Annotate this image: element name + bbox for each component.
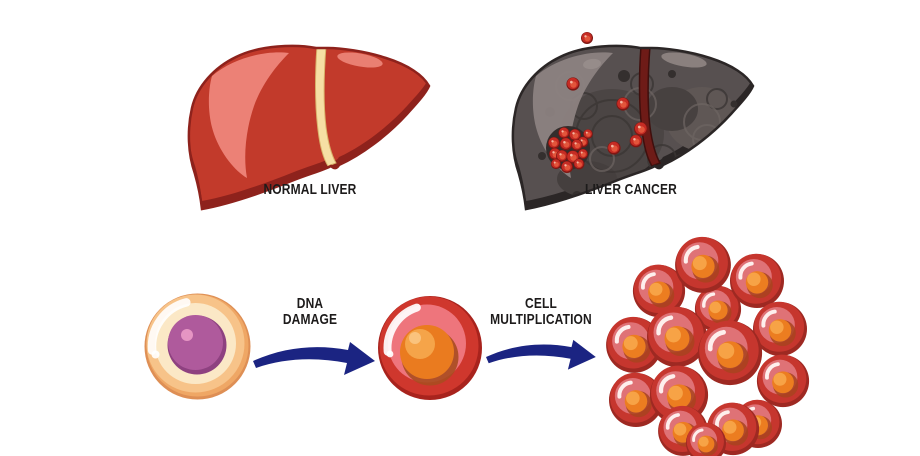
dna-damage-label: DNA DAMAGE [230, 296, 390, 328]
cell-multiplication-arrow-icon [486, 339, 596, 370]
orange-nucleus [400, 325, 459, 386]
dna-damage-arrow-icon [253, 342, 375, 375]
cell-multiplication-label-line2: MULTIPLICATION [490, 311, 592, 328]
dna-damage-label-line2: DAMAGE [282, 311, 338, 328]
normal-cell-illustration [144, 293, 251, 400]
tumor-spots [546, 32, 648, 173]
cell-multiplication-label-line1: CELL [525, 295, 557, 312]
normal-liver-label: NORMAL LIVER [263, 181, 357, 198]
dna-damage-label-line1: DNA [296, 295, 324, 312]
liver-cancer-label: LIVER CANCER [585, 181, 677, 198]
damaged-cell-illustration [378, 296, 482, 400]
cell-multiplication-label: CELL MULTIPLICATION [461, 296, 621, 328]
purple-nucleus [167, 315, 227, 375]
tumor-cluster-illustration [606, 237, 812, 456]
normal-liver-illustration [187, 44, 431, 211]
